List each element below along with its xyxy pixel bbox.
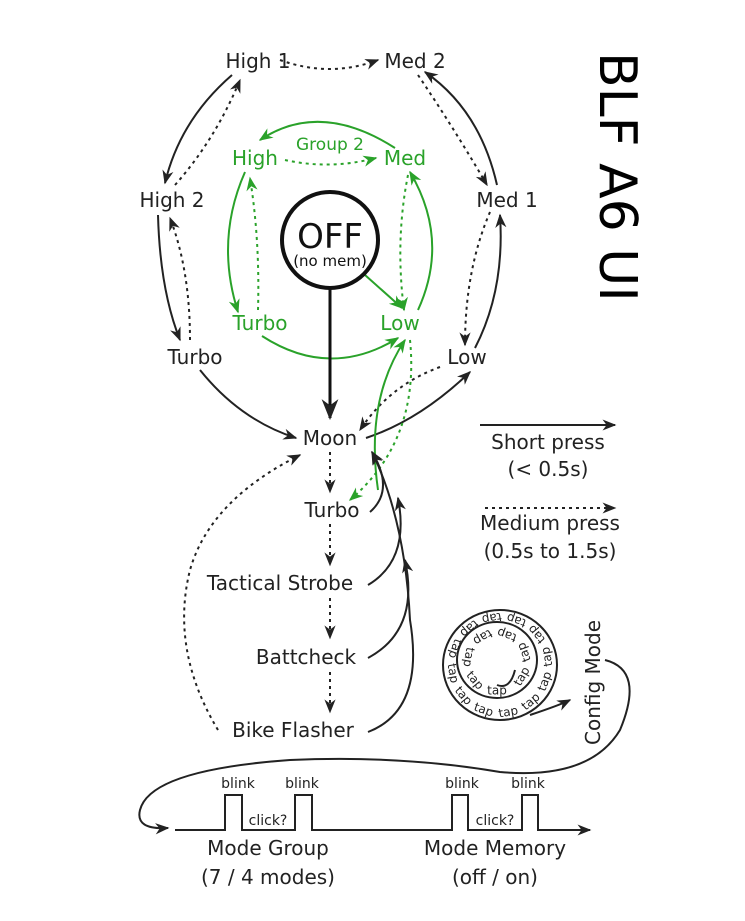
option-mode-memory-label: Mode Memory — [424, 836, 566, 860]
legend-short-detail: (< 0.5s) — [508, 457, 589, 481]
spiral-inner-ring — [456, 621, 538, 699]
edge-med2-med1 — [417, 74, 488, 187]
edge-bike-return — [367, 450, 414, 733]
spiral-outer-ring — [442, 609, 558, 721]
option-mode-group-label: Mode Group — [207, 836, 329, 860]
edge-g2-med-high — [258, 120, 396, 149]
edge-battcheck-return — [367, 558, 414, 659]
edge-g2-turbo-high — [246, 176, 260, 311]
edge-g2-high-med — [284, 155, 378, 167]
mode-bike-flasher: Bike Flasher — [232, 718, 355, 742]
config-mode-label: Config Mode — [581, 620, 605, 745]
mode-med1: Med 1 — [476, 188, 537, 212]
edge-med1-med2 — [423, 71, 498, 186]
edge-g2-low-med — [409, 170, 434, 311]
spiral-exit-arrow — [529, 699, 572, 716]
edge-strobe-return — [367, 496, 406, 586]
edge-high2-turbo — [157, 214, 181, 342]
config-timeline: blink blink blink blink click? click? Mo… — [175, 776, 592, 889]
diagram-title: BLF A6 UI — [587, 52, 647, 302]
spiral-tap-word: tap — [514, 641, 534, 664]
edge-low-moon — [359, 366, 441, 432]
spiral-tap-word: tap — [481, 610, 503, 627]
edge-high1-med2 — [279, 59, 380, 70]
group2-label: Group 2 — [296, 135, 364, 155]
blink-label-1: blink — [221, 776, 256, 792]
spiral-tap-word: tap — [505, 610, 528, 630]
legend-medium-label: Medium press — [480, 511, 620, 535]
edge-g2-low-turbo — [348, 339, 413, 501]
edge-turbo-moon — [199, 369, 298, 440]
mode-med-g2: Med — [384, 146, 426, 170]
mode-low-g2: Low — [380, 311, 419, 335]
spiral-tap-word: tap — [511, 664, 533, 688]
blink-label-4: blink — [511, 776, 546, 792]
legend: Short press (< 0.5s) Medium press (0.5s … — [480, 419, 620, 563]
mode-med2: Med 2 — [384, 49, 445, 73]
off-node: OFF (no mem) — [280, 190, 380, 421]
hidden-modes: Moon Turbo Tactical Strobe Battcheck Bik… — [183, 426, 414, 742]
spiral-tap-word: tap — [445, 637, 465, 660]
mode-high-g2: High — [232, 146, 278, 170]
spiral-tap-word: tap — [535, 670, 555, 693]
mode-moon: Moon — [303, 426, 357, 450]
edge-g2-med-low — [396, 174, 409, 312]
edge-moon-low — [365, 371, 472, 439]
timeline-pulses — [175, 794, 592, 836]
click-label-1: click? — [249, 813, 288, 829]
edge-g2-high-turbo — [227, 171, 246, 314]
spiral-tap-word: tap — [452, 684, 475, 708]
edge-low-med1 — [474, 213, 507, 349]
legend-medium-detail: (0.5s to 1.5s) — [484, 539, 617, 563]
blink-label-2: blink — [285, 776, 320, 792]
spiral-tap-word: tap — [497, 703, 519, 720]
mode-turbo-hidden: Turbo — [303, 498, 359, 522]
mode-tactical-strobe: Tactical Strobe — [206, 571, 353, 595]
off-label: OFF — [297, 217, 363, 257]
edge-turbo-high2 — [169, 216, 191, 341]
mode-high2: High 2 — [139, 188, 204, 212]
spiral-tap-word: tap — [472, 700, 495, 720]
option-mode-memory-detail: (off / on) — [452, 865, 538, 889]
mode-low-g1: Low — [447, 345, 486, 369]
mode-turbo-g1: Turbo — [166, 345, 222, 369]
off-sublabel: (no mem) — [293, 252, 367, 270]
spiral-tap-word: tap — [495, 625, 518, 645]
spiral-tap-word: tap — [538, 646, 555, 668]
option-mode-group-detail: (7 / 4 modes) — [201, 865, 335, 889]
mode-high1: High 1 — [225, 49, 290, 73]
spiral-tap-word: tap — [519, 690, 543, 713]
group1-ring — [157, 59, 507, 440]
legend-short-label: Short press — [491, 430, 605, 454]
mode-turbo-g2: Turbo — [231, 311, 287, 335]
mode-battcheck: Battcheck — [256, 645, 357, 669]
click-label-2: click? — [476, 813, 515, 829]
spiral-tap-word: tap — [525, 622, 548, 646]
blink-label-3: blink — [445, 776, 480, 792]
edge-hidden-g2-low — [373, 338, 406, 491]
spiral-center — [496, 669, 516, 687]
edge-off-g2-low — [364, 274, 404, 309]
spiral-tap-word: tap — [460, 646, 477, 668]
spiral-tap-word: tap — [445, 662, 462, 684]
edge-high1-high2 — [162, 74, 233, 185]
edge-med1-low — [459, 211, 491, 347]
edge-config-to-options — [138, 659, 631, 835]
spiral-tap-word: tap — [487, 684, 507, 698]
